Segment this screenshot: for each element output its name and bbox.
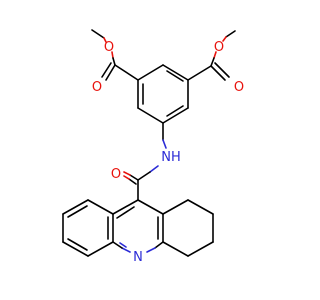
bond <box>214 62 230 78</box>
benzene-ring <box>137 64 189 124</box>
bond <box>114 64 139 81</box>
bond <box>137 171 151 181</box>
bond <box>210 65 226 81</box>
bond <box>123 175 130 180</box>
chemical-structure-diagram: O O O O NH O N <box>62 29 244 265</box>
bond <box>91 29 105 39</box>
bond <box>112 199 139 215</box>
bond <box>187 241 214 257</box>
bond <box>103 37 107 43</box>
bond <box>225 30 236 38</box>
bond <box>112 57 116 66</box>
bond <box>149 165 159 173</box>
bond <box>121 247 131 253</box>
bond <box>119 242 127 248</box>
cyclohexene-ring <box>162 199 214 257</box>
bond <box>129 174 139 181</box>
bond <box>166 105 184 117</box>
bond <box>123 171 131 176</box>
bond <box>87 241 114 257</box>
bond <box>105 64 116 81</box>
atom-label-ester-oxygen-right: O <box>214 40 224 55</box>
bond <box>162 139 167 149</box>
left-methyl-ester <box>91 29 139 81</box>
atom-label-ester-oxygen-left: O <box>104 40 114 55</box>
amide-linkage <box>123 122 167 201</box>
pyridine-ring <box>112 199 164 253</box>
bond <box>213 51 217 59</box>
bond <box>154 241 164 249</box>
bond <box>137 64 164 81</box>
bond <box>128 178 137 185</box>
bond <box>210 57 215 67</box>
bond <box>187 65 212 81</box>
bond <box>112 241 123 249</box>
atom-label-carbonyl-oxygen-left: O <box>92 80 102 95</box>
bond <box>62 199 89 215</box>
bond <box>187 199 214 215</box>
atom-label-amide-nitrogen: NH <box>161 150 181 165</box>
atom-label-amide-oxygen: O <box>111 167 121 182</box>
bond <box>137 107 164 124</box>
bond <box>162 107 189 124</box>
bond <box>166 70 184 82</box>
bond <box>146 247 156 253</box>
bond <box>162 241 189 257</box>
bond <box>222 36 227 42</box>
benzo-ring <box>62 199 114 257</box>
bond <box>116 206 135 219</box>
bond <box>162 64 189 81</box>
atom-label-carbonyl-oxygen-right: O <box>234 80 244 95</box>
bond <box>101 62 112 78</box>
bond <box>137 199 164 215</box>
right-methyl-ester <box>187 30 236 81</box>
bond <box>67 238 88 251</box>
bond <box>111 51 114 59</box>
bond <box>162 199 189 215</box>
bond <box>62 241 89 257</box>
atom-label-ring-nitrogen: N <box>133 250 143 265</box>
bond <box>67 205 88 218</box>
bond <box>87 199 114 215</box>
